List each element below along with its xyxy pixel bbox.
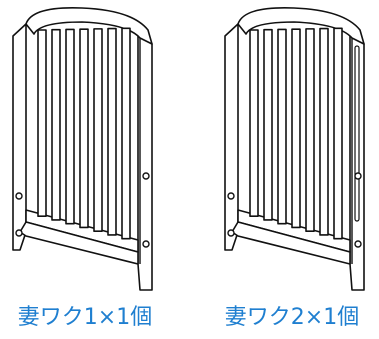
bolt-hole-back-lower	[227, 229, 235, 237]
leg-groove	[354, 45, 360, 222]
end-frame-1-drawing	[12, 7, 153, 291]
slat-3	[65, 28, 75, 225]
bottom-rail-underside	[231, 221, 351, 265]
slat-1	[37, 29, 47, 218]
end-frame-1-caption: 妻ワク1×1個	[17, 305, 153, 330]
top-rail	[237, 7, 365, 45]
end-frame-2-caption: 妻ワク2×1個	[224, 305, 360, 330]
bolt-hole-back-upper	[15, 192, 23, 200]
slat-6	[107, 27, 117, 236]
slat-1	[249, 29, 259, 218]
back-left-leg	[12, 23, 27, 251]
slat-6	[319, 27, 329, 236]
top-rail	[25, 7, 153, 45]
slat-2	[263, 28, 273, 221]
bolt-hole-front-upper	[142, 172, 150, 180]
slat-4	[79, 28, 89, 229]
bolt-hole-front-lower	[354, 240, 362, 248]
slat-3	[277, 28, 287, 225]
slat-4	[291, 28, 301, 229]
bolt-hole-front-upper	[354, 172, 362, 180]
bolt-hole-back-lower	[15, 229, 23, 237]
slat-5	[305, 28, 315, 233]
slat-2	[51, 28, 61, 221]
bottom-rail-underside	[19, 221, 139, 265]
slat-7	[121, 27, 131, 240]
bolt-hole-front-lower	[142, 240, 150, 248]
back-left-leg	[224, 23, 239, 251]
slat-7	[333, 27, 343, 240]
end-frame-2-drawing	[224, 7, 365, 291]
slat-5	[93, 28, 103, 233]
bolt-hole-back-upper	[227, 192, 235, 200]
